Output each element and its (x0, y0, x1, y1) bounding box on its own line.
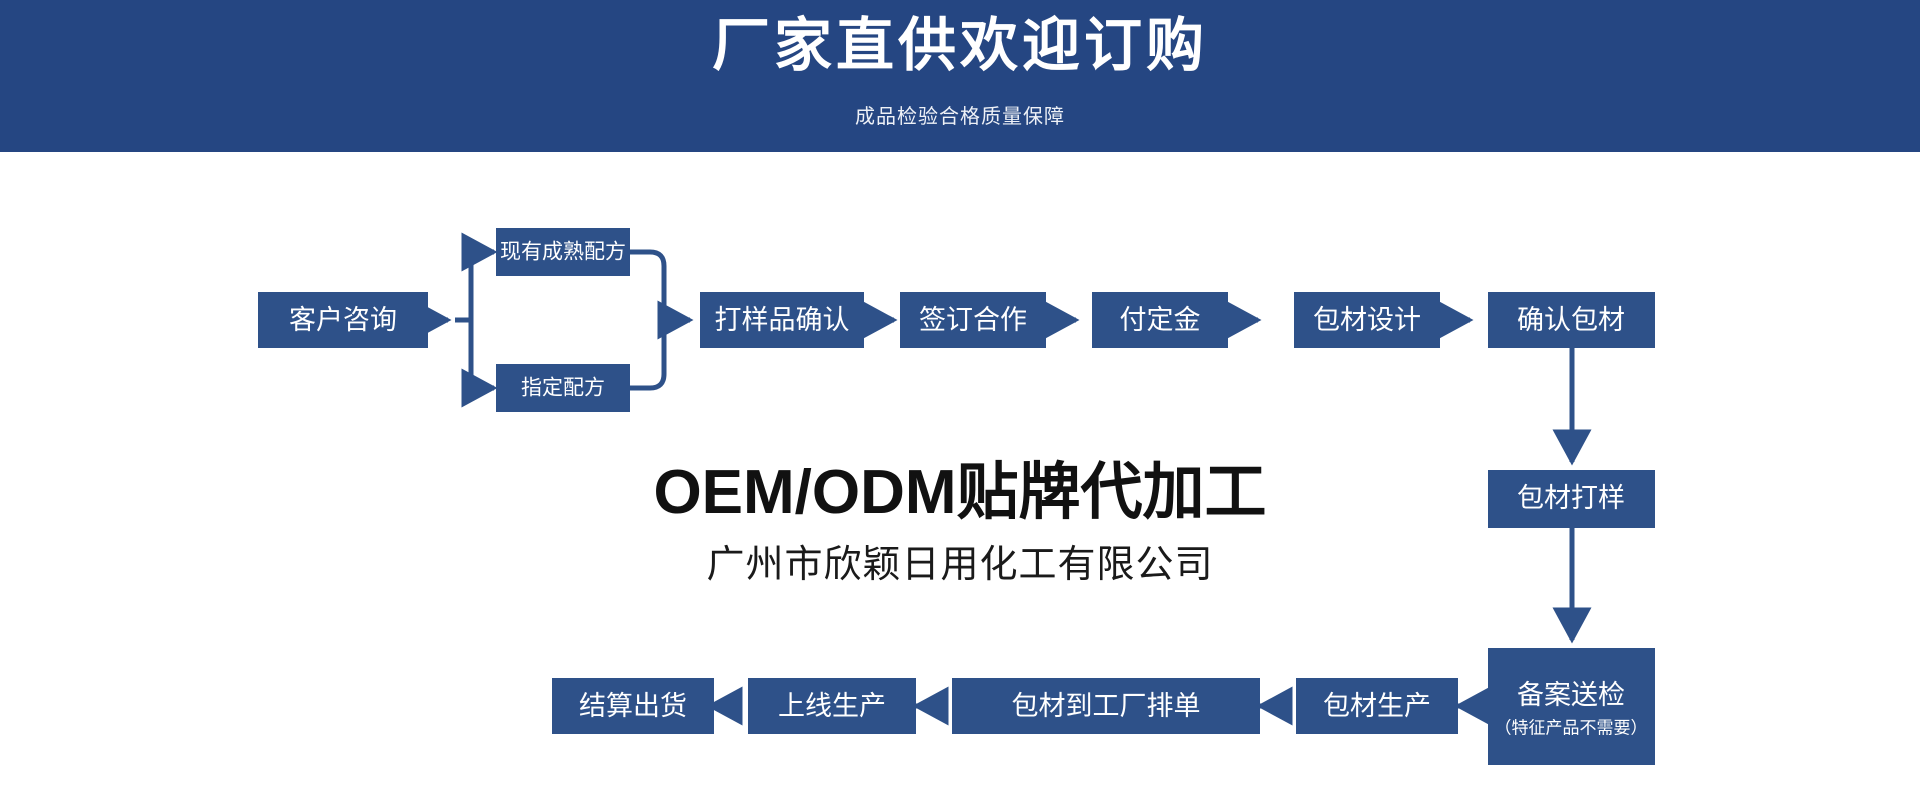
node-package-design-label: 包材设计 (1313, 305, 1421, 335)
node-sample-confirm[interactable]: 打样品确认 (700, 292, 864, 348)
node-existing-formula-label: 现有成熟配方 (500, 241, 626, 264)
node-settle-shipment-label: 结算出货 (579, 691, 687, 721)
node-package-production[interactable]: 包材生产 (1296, 678, 1458, 734)
node-pay-deposit-label: 付定金 (1120, 305, 1201, 335)
node-sign-contract[interactable]: 签订合作 (900, 292, 1046, 348)
node-package-confirm[interactable]: 确认包材 (1488, 292, 1655, 348)
node-existing-formula[interactable]: 现有成熟配方 (496, 228, 630, 276)
node-sample-confirm-label: 打样品确认 (715, 305, 850, 335)
connector-merge-bracket (630, 249, 694, 391)
node-settle-shipment[interactable]: 结算出货 (552, 678, 714, 734)
node-package-confirm-label: 确认包材 (1517, 305, 1625, 335)
node-specified-formula-label: 指定配方 (521, 377, 605, 400)
node-package-sample-label: 包材打样 (1517, 483, 1625, 513)
node-customer-inquiry-label: 客户咨询 (289, 305, 397, 335)
node-package-to-factory-label: 包材到工厂排单 (1012, 691, 1201, 721)
node-package-design[interactable]: 包材设计 (1294, 292, 1440, 348)
page-title: 厂家直供欢迎订购 (711, 13, 1208, 78)
brand-headline: OEM/ODM贴牌代加工 (653, 458, 1267, 527)
node-package-sample[interactable]: 包材打样 (1488, 470, 1655, 528)
page-subtitle: 成品检验合格质量保障 (855, 106, 1065, 128)
node-specified-formula[interactable]: 指定配方 (496, 364, 630, 412)
node-customer-inquiry[interactable]: 客户咨询 (258, 292, 428, 348)
node-start-production-label: 上线生产 (778, 691, 886, 721)
node-pay-deposit[interactable]: 付定金 (1092, 292, 1228, 348)
node-start-production[interactable]: 上线生产 (748, 678, 916, 734)
node-filing-inspection[interactable]: 备案送检 （特征产品不需要） (1488, 648, 1655, 765)
header-banner: 厂家直供欢迎订购 成品检验合格质量保障 (0, 0, 1920, 152)
node-package-to-factory[interactable]: 包材到工厂排单 (952, 678, 1260, 734)
node-sign-contract-label: 签订合作 (919, 305, 1027, 335)
node-filing-inspection-note: （特征产品不需要） (1495, 718, 1648, 737)
brand-company-name: 广州市欣颖日用化工有限公司 (706, 544, 1214, 586)
connector-split-bracket (455, 232, 498, 408)
node-package-production-label: 包材生产 (1323, 691, 1431, 721)
node-filing-inspection-label: 备案送检 (1517, 680, 1625, 710)
